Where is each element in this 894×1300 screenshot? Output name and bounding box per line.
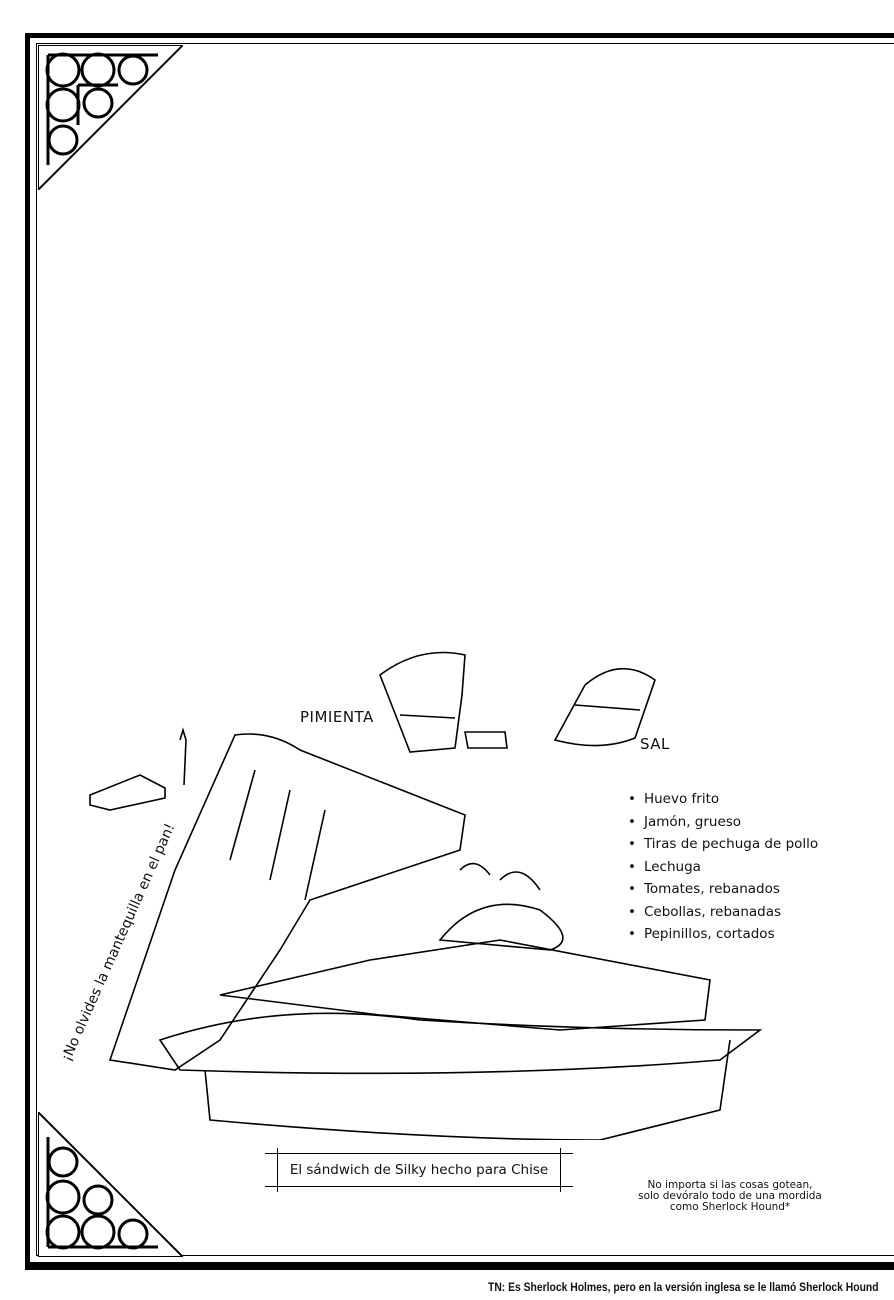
list-item: Cebollas, rebanadas: [628, 901, 818, 924]
list-item: Lechuga: [628, 856, 818, 879]
list-item: Huevo frito: [628, 788, 818, 811]
celtic-knot-corner-bottom-icon: [38, 1112, 183, 1257]
bread-slice-icon: [108, 733, 466, 1071]
list-item: Pepinillos, cortados: [628, 923, 818, 946]
caption: El sándwich de Silky hecho para Chise: [265, 1148, 573, 1192]
celtic-knot-corner-top-icon: [38, 45, 183, 190]
page-inner-frame: [36, 43, 894, 1256]
salt-label: SAL: [640, 735, 670, 753]
fried-egg-icon: [438, 903, 564, 951]
bread-bottom-icon: [204, 1039, 731, 1140]
side-note: No importa si las cosas gotean, solo dev…: [610, 1180, 850, 1213]
sandwich-illustration: [89, 651, 763, 1140]
list-item: Jamón, grueso: [628, 811, 818, 834]
pepper-shaker-icon: [379, 651, 466, 753]
salt-shaker-icon: [553, 667, 656, 747]
pepper-label: PIMIENTA: [300, 708, 374, 726]
note-line: como Sherlock Hound*: [669, 1201, 791, 1213]
fillings-icon: [158, 1012, 763, 1075]
translator-note: TN: Es Sherlock Holmes, pero en la versi…: [488, 1282, 879, 1294]
list-item: Tomates, rebanados: [628, 878, 818, 901]
butter-knife-icon: [179, 727, 187, 786]
bottom-band: [25, 1262, 894, 1270]
bread-top-icon: [219, 939, 711, 1031]
note-line: solo devóralo todo de una mordida: [638, 1190, 822, 1202]
ingredient-list: Huevo frito Jamón, grueso Tiras de pechu…: [628, 788, 818, 946]
butter-icon: [89, 774, 166, 811]
note-line: No importa si las cosas gotean,: [647, 1179, 813, 1191]
list-item: Tiras de pechuga de pollo: [628, 833, 818, 856]
